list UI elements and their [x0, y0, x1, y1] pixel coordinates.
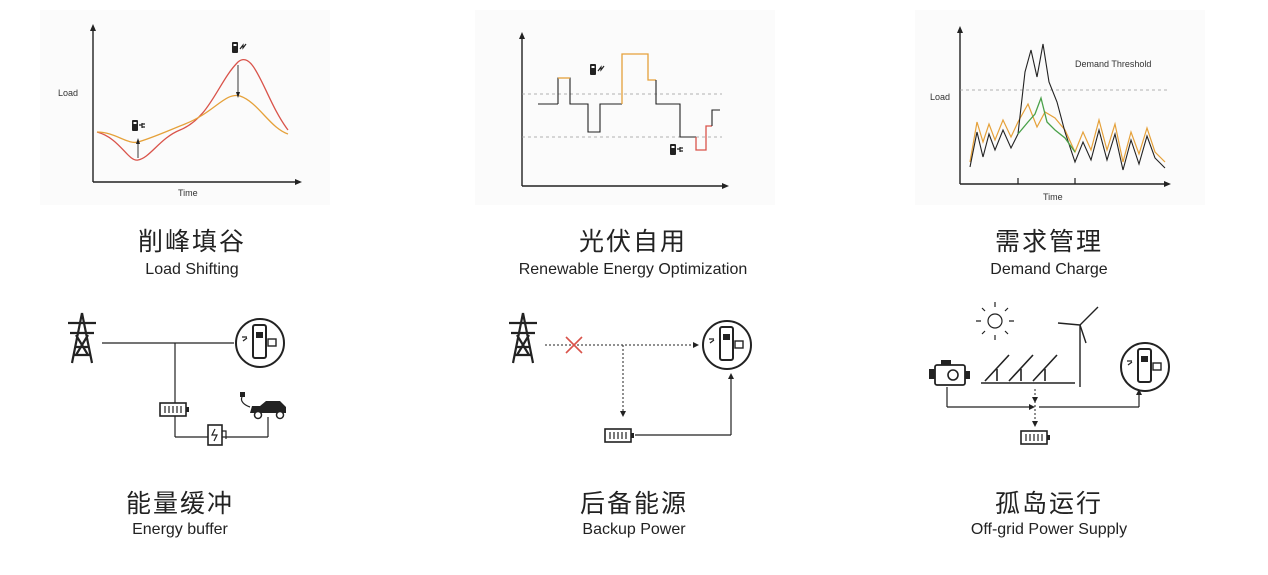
panel-bg-2: [475, 10, 775, 205]
battery-charge-icon: [132, 120, 145, 131]
energy-storage-cabinet-icon: [702, 320, 752, 370]
card-5-title-en: Backup Power: [582, 521, 686, 538]
battery-pack-icon: [159, 402, 189, 417]
power-tower-icon: [68, 312, 96, 364]
grid-import-step: [695, 125, 712, 151]
grid-failure-x-icon: [565, 336, 583, 354]
energy-buffer-diagram: [68, 312, 286, 446]
panel-bg-1: [40, 10, 330, 205]
threshold-label: Demand Threshold: [1075, 59, 1151, 69]
off-grid-diagram: [929, 302, 1170, 445]
black-load-line: [969, 43, 1166, 171]
battery-discharge-icon: [232, 42, 247, 53]
power-tower-icon: [509, 312, 537, 364]
battery-pack-icon: [1020, 430, 1050, 445]
card-6-title-en: Off-grid Power Supply: [970, 521, 1128, 538]
energy-storage-cabinet-icon: [235, 318, 285, 368]
card-3-title-en: Demand Charge: [990, 261, 1108, 278]
diesel-generator-icon: [929, 360, 970, 386]
x-axis-label: Time: [178, 188, 198, 198]
y-axis-label: Load: [930, 92, 950, 102]
card-2-title-cn: 光伏自用: [578, 227, 687, 256]
card-1-title-en: Load Shifting: [145, 261, 239, 278]
renewable-chart: [519, 32, 729, 189]
green-shaved-line: [1017, 95, 1076, 153]
card-5-title-cn: 后备能源: [579, 489, 688, 518]
card-4-title-cn: 能量缓冲: [125, 489, 234, 518]
sun-icon: [976, 302, 1014, 340]
x-axis-label: Time: [1043, 192, 1063, 202]
y-axis-label: Load: [58, 88, 78, 98]
solar-panel-icon: [981, 354, 1075, 384]
charging-station-icon: [207, 424, 227, 446]
load-shifting-chart: Load Time: [58, 24, 302, 198]
energy-storage-cabinet-icon: [1120, 342, 1170, 392]
battery-charge-icon: [670, 144, 683, 155]
panel-bg-3: [915, 10, 1205, 205]
electric-car-icon: [240, 392, 286, 420]
original-load-curve: [96, 59, 289, 161]
battery-pack-icon: [604, 428, 634, 443]
battery-discharge-icon: [590, 64, 605, 75]
y-axis-arrow: [90, 24, 96, 31]
card-6-title-cn: 孤岛运行: [994, 489, 1103, 518]
shifted-load-curve: [96, 94, 289, 144]
demand-charge-chart: Demand Threshold Load Time: [930, 26, 1171, 202]
backup-power-diagram: [509, 312, 752, 443]
card-1-title-cn: 削峰填谷: [137, 227, 246, 256]
card-3-title-cn: 需求管理: [994, 227, 1103, 256]
x-axis-arrow: [295, 179, 302, 185]
wind-turbine-icon: [1057, 306, 1099, 387]
load-step-line: [538, 77, 622, 133]
card-2-title-en: Renewable Energy Optimization: [518, 261, 748, 278]
card-4-title-en: Energy buffer: [132, 521, 228, 538]
